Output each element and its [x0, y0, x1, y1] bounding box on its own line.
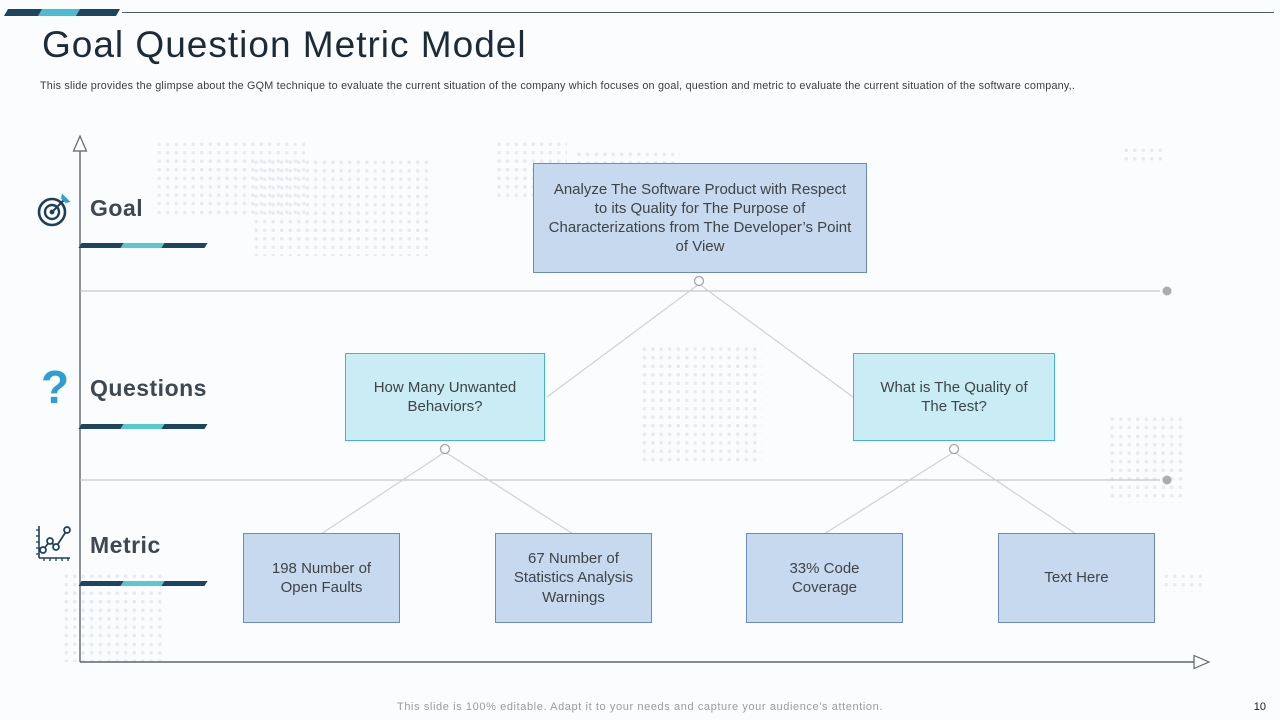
background-dot-pattern — [1108, 415, 1186, 503]
top-accent-bar — [3, 9, 121, 16]
metric-box-4-text: Text Here — [1044, 569, 1109, 587]
background-dot-pattern — [640, 345, 762, 463]
metric-box-4: Text Here — [998, 533, 1155, 623]
questions-underline — [78, 424, 212, 429]
metric-box-2-text: 67 Number of Statistics Analysis Warning… — [513, 550, 634, 606]
target-icon — [36, 192, 72, 233]
metric-box-1-text: 198 Number of Open Faults — [271, 559, 372, 596]
connector-node-circle — [693, 275, 705, 287]
subtitle: This slide provides the glimpse about th… — [40, 80, 1076, 92]
row-label-questions: Questions — [90, 375, 207, 401]
question-box-1: How Many Unwanted Behaviors? — [345, 353, 545, 441]
axis-arrow-up-icon — [72, 134, 88, 152]
footer-note: This slide is 100% editable. Adapt it to… — [397, 701, 883, 713]
background-dot-pattern — [1122, 146, 1162, 164]
background-dot-pattern — [62, 572, 162, 662]
goal-box: Analyze The Software Product with Respec… — [533, 163, 867, 273]
page-title: Goal Question Metric Model — [42, 24, 527, 65]
connector-node-circle — [948, 443, 960, 455]
page-number: 10 — [1253, 701, 1266, 713]
question-mark-icon: ? — [41, 361, 70, 413]
row-label-goal: Goal — [90, 195, 144, 221]
axis-arrow-right-icon — [1193, 654, 1211, 670]
metric-box-3-text: 33% Code Coverage — [789, 559, 860, 596]
goal-underline — [78, 243, 212, 248]
guide-line-end-dot — [1162, 286, 1172, 296]
question-box-2-text: What is The Quality of The Test? — [880, 378, 1028, 415]
question-box-1-text: How Many Unwanted Behaviors? — [373, 378, 517, 415]
metric-underline — [78, 581, 212, 586]
metric-box-1: 198 Number of Open Faults — [243, 533, 400, 623]
goal-box-text: Analyze The Software Product with Respec… — [548, 180, 852, 256]
connector-node-circle — [439, 443, 451, 455]
top-divider-line — [122, 12, 1274, 13]
question-box-2: What is The Quality of The Test? — [853, 353, 1055, 441]
accent-segment-navy-2 — [75, 9, 121, 16]
background-dot-pattern — [252, 158, 430, 256]
metric-box-3: 33% Code Coverage — [746, 533, 903, 623]
line-chart-icon — [30, 520, 74, 569]
metric-box-2: 67 Number of Statistics Analysis Warning… — [495, 533, 652, 623]
row-label-metric: Metric — [90, 532, 161, 558]
background-dot-pattern — [1162, 572, 1202, 592]
